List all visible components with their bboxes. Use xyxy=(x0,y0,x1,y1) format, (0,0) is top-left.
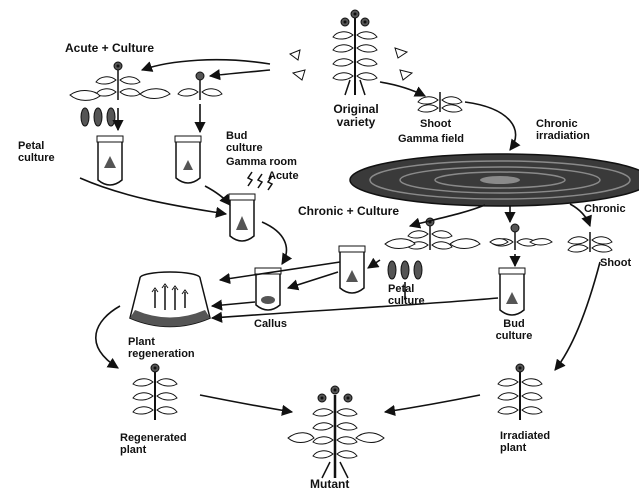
label-irradiated-plant-line1: Irradiated xyxy=(500,430,550,442)
label-plant-regeneration-line2: regeneration xyxy=(128,348,195,360)
label-bud-culture-mid-line2: culture xyxy=(484,330,544,342)
tube-bud-culture-mid xyxy=(499,268,525,315)
petals-middle xyxy=(388,261,422,279)
label-petal-culture-left-line2: culture xyxy=(18,152,55,164)
label-petal-culture-mid: Petal culture xyxy=(388,283,425,307)
label-irradiated-plant-line2: plant xyxy=(500,442,550,454)
label-callus: Callus xyxy=(254,318,287,330)
label-acute: Acute xyxy=(268,170,299,182)
label-chronic-irradiation-line1: Chronic xyxy=(536,118,590,130)
label-chronic-irradiation: Chronic irradiation xyxy=(536,118,590,142)
cut-plant-top-left xyxy=(70,62,170,100)
label-petal-culture-mid-line2: culture xyxy=(388,295,425,307)
mutant-plant xyxy=(288,386,384,478)
label-shoot-top: Shoot xyxy=(420,118,451,130)
label-plant-regeneration: Plant regeneration xyxy=(128,336,195,360)
label-irradiated-plant: Irradiated plant xyxy=(500,430,550,454)
label-bud-culture-left-line2: culture xyxy=(226,142,263,154)
label-regenerated-plant: Regenerated plant xyxy=(120,432,187,456)
label-shoot-right: Shoot xyxy=(600,257,631,269)
tube-petal-culture-mid xyxy=(339,246,365,293)
label-bud-culture-mid: Bud culture xyxy=(484,318,544,342)
label-original-variety-line2: variety xyxy=(313,116,399,129)
label-chronic-right: Chronic xyxy=(584,203,626,215)
regenerated-plant xyxy=(133,364,177,420)
shoot-right-plant xyxy=(568,232,612,252)
cut-plant-middle xyxy=(385,218,480,250)
label-bud-culture-left-line1: Bud xyxy=(226,130,263,142)
tube-petal-culture-left xyxy=(97,136,123,185)
label-gamma-room: Gamma room xyxy=(226,156,297,168)
gamma-field xyxy=(350,154,639,206)
label-regenerated-plant-line2: plant xyxy=(120,444,187,456)
label-original-variety: Original variety xyxy=(313,103,399,129)
label-petal-culture-left: Petal culture xyxy=(18,140,55,164)
label-petal-culture-left-line1: Petal xyxy=(18,140,55,152)
label-bud-culture-left: Bud culture xyxy=(226,130,263,154)
label-chronic-irradiation-line2: irradiation xyxy=(536,130,590,142)
bud-sprig-top xyxy=(178,72,222,100)
tube-acute xyxy=(229,194,255,241)
petals-left xyxy=(81,108,115,126)
label-gamma-field: Gamma field xyxy=(398,133,464,145)
irradiated-plant xyxy=(498,364,542,420)
original-variety-plant xyxy=(290,10,412,95)
label-chronic-culture: Chronic + Culture xyxy=(298,205,399,218)
bud-sprig-middle xyxy=(490,224,552,250)
label-mutant: Mutant xyxy=(310,478,349,491)
label-plant-regeneration-line1: Plant xyxy=(128,336,195,348)
label-petal-culture-mid-line1: Petal xyxy=(388,283,425,295)
label-bud-culture-mid-line1: Bud xyxy=(484,318,544,330)
label-regenerated-plant-line1: Regenerated xyxy=(120,432,187,444)
label-acute-culture: Acute + Culture xyxy=(65,42,154,55)
regeneration-jar xyxy=(130,272,210,327)
tube-bud-culture-left xyxy=(175,136,201,183)
